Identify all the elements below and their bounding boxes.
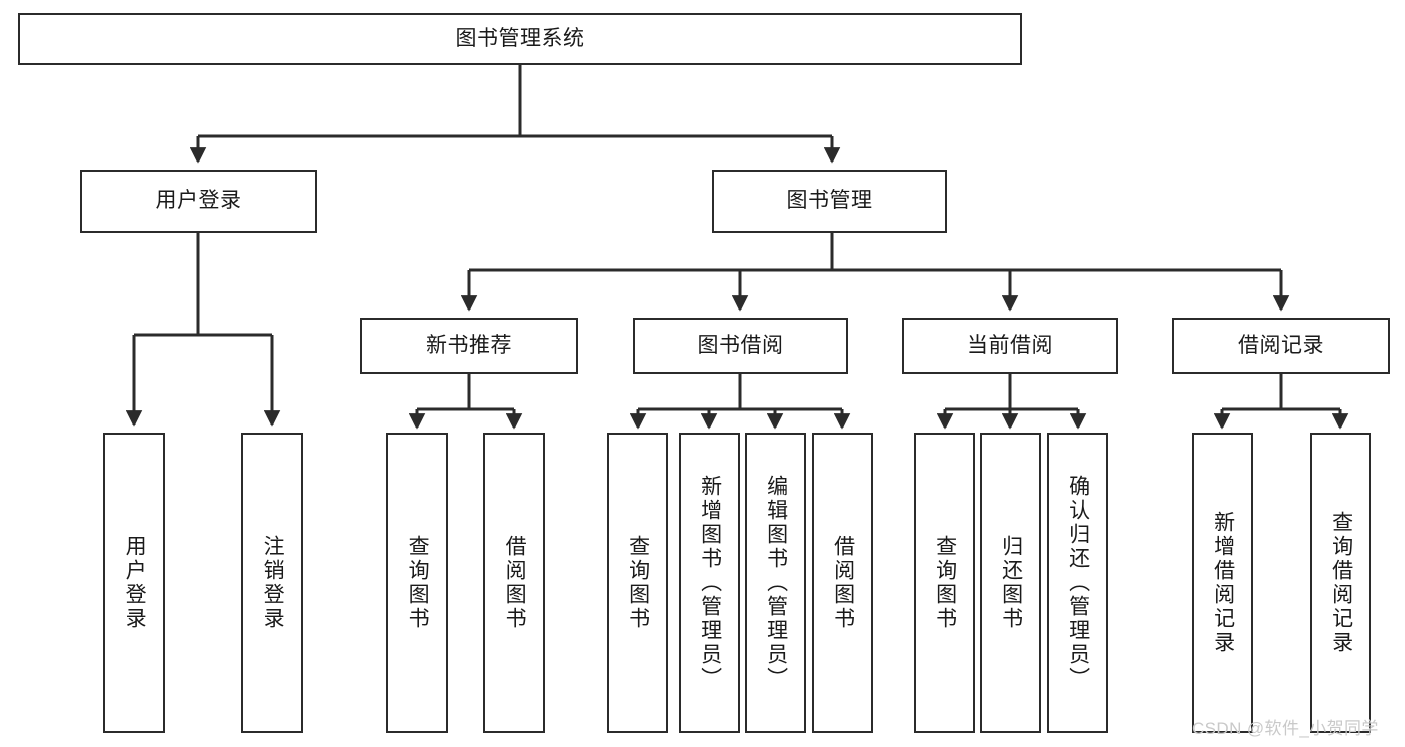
node-new-book-recommend[interactable]: 新书推荐 <box>360 318 578 374</box>
leaf-borrow-borrow-book[interactable]: 借阅图书 <box>812 433 873 733</box>
node-label: 图书管理 <box>786 189 873 213</box>
node-label: 图书借阅 <box>697 333 784 357</box>
node-label: 用户登录 <box>123 535 147 631</box>
leaf-current-confirm-return-admin[interactable]: 确认归还（管理员） <box>1047 433 1108 733</box>
node-label: 注销登录 <box>261 535 285 631</box>
node-label: 查询借阅记录 <box>1329 511 1353 655</box>
leaf-borrow-edit-book-admin[interactable]: 编辑图书（管理员） <box>745 433 806 733</box>
node-label: 借阅图书 <box>503 535 527 631</box>
node-label: 借阅记录 <box>1238 333 1324 357</box>
node-current-borrow[interactable]: 当前借阅 <box>902 318 1118 374</box>
leaf-records-add-record[interactable]: 新增借阅记录 <box>1192 433 1253 733</box>
node-label: 用户登录 <box>155 189 242 213</box>
leaf-current-return-book[interactable]: 归还图书 <box>980 433 1041 733</box>
node-label: 确认归还（管理员） <box>1066 475 1090 691</box>
leaf-borrow-add-book-admin[interactable]: 新增图书（管理员） <box>679 433 740 733</box>
leaf-new-book-borrow[interactable]: 借阅图书 <box>483 433 545 733</box>
leaf-records-query-record[interactable]: 查询借阅记录 <box>1310 433 1371 733</box>
leaf-current-query-book[interactable]: 查询图书 <box>914 433 975 733</box>
node-label: 图书管理系统 <box>455 26 585 50</box>
csdn-watermark: CSDN @软件_小贺同学 <box>1192 719 1379 738</box>
node-label: 查询图书 <box>406 535 430 631</box>
node-label: 查询图书 <box>933 535 957 631</box>
node-book-management[interactable]: 图书管理 <box>712 170 947 233</box>
node-label: 当前借阅 <box>967 333 1053 357</box>
node-label: 新增借阅记录 <box>1211 511 1235 655</box>
node-user-login[interactable]: 用户登录 <box>80 170 317 233</box>
node-label: 编辑图书（管理员） <box>764 475 788 691</box>
leaf-new-book-query[interactable]: 查询图书 <box>386 433 448 733</box>
node-label: 归还图书 <box>999 535 1023 631</box>
node-label: 查询图书 <box>626 535 650 631</box>
leaf-borrow-query-book[interactable]: 查询图书 <box>607 433 668 733</box>
node-root-system[interactable]: 图书管理系统 <box>18 13 1022 65</box>
node-label: 新增图书（管理员） <box>698 475 722 691</box>
node-label: 借阅图书 <box>831 535 855 631</box>
node-label: 新书推荐 <box>426 333 512 357</box>
leaf-user-login-logout[interactable]: 注销登录 <box>241 433 303 733</box>
leaf-user-login-login[interactable]: 用户登录 <box>103 433 165 733</box>
node-book-borrow[interactable]: 图书借阅 <box>633 318 848 374</box>
node-borrow-records[interactable]: 借阅记录 <box>1172 318 1390 374</box>
